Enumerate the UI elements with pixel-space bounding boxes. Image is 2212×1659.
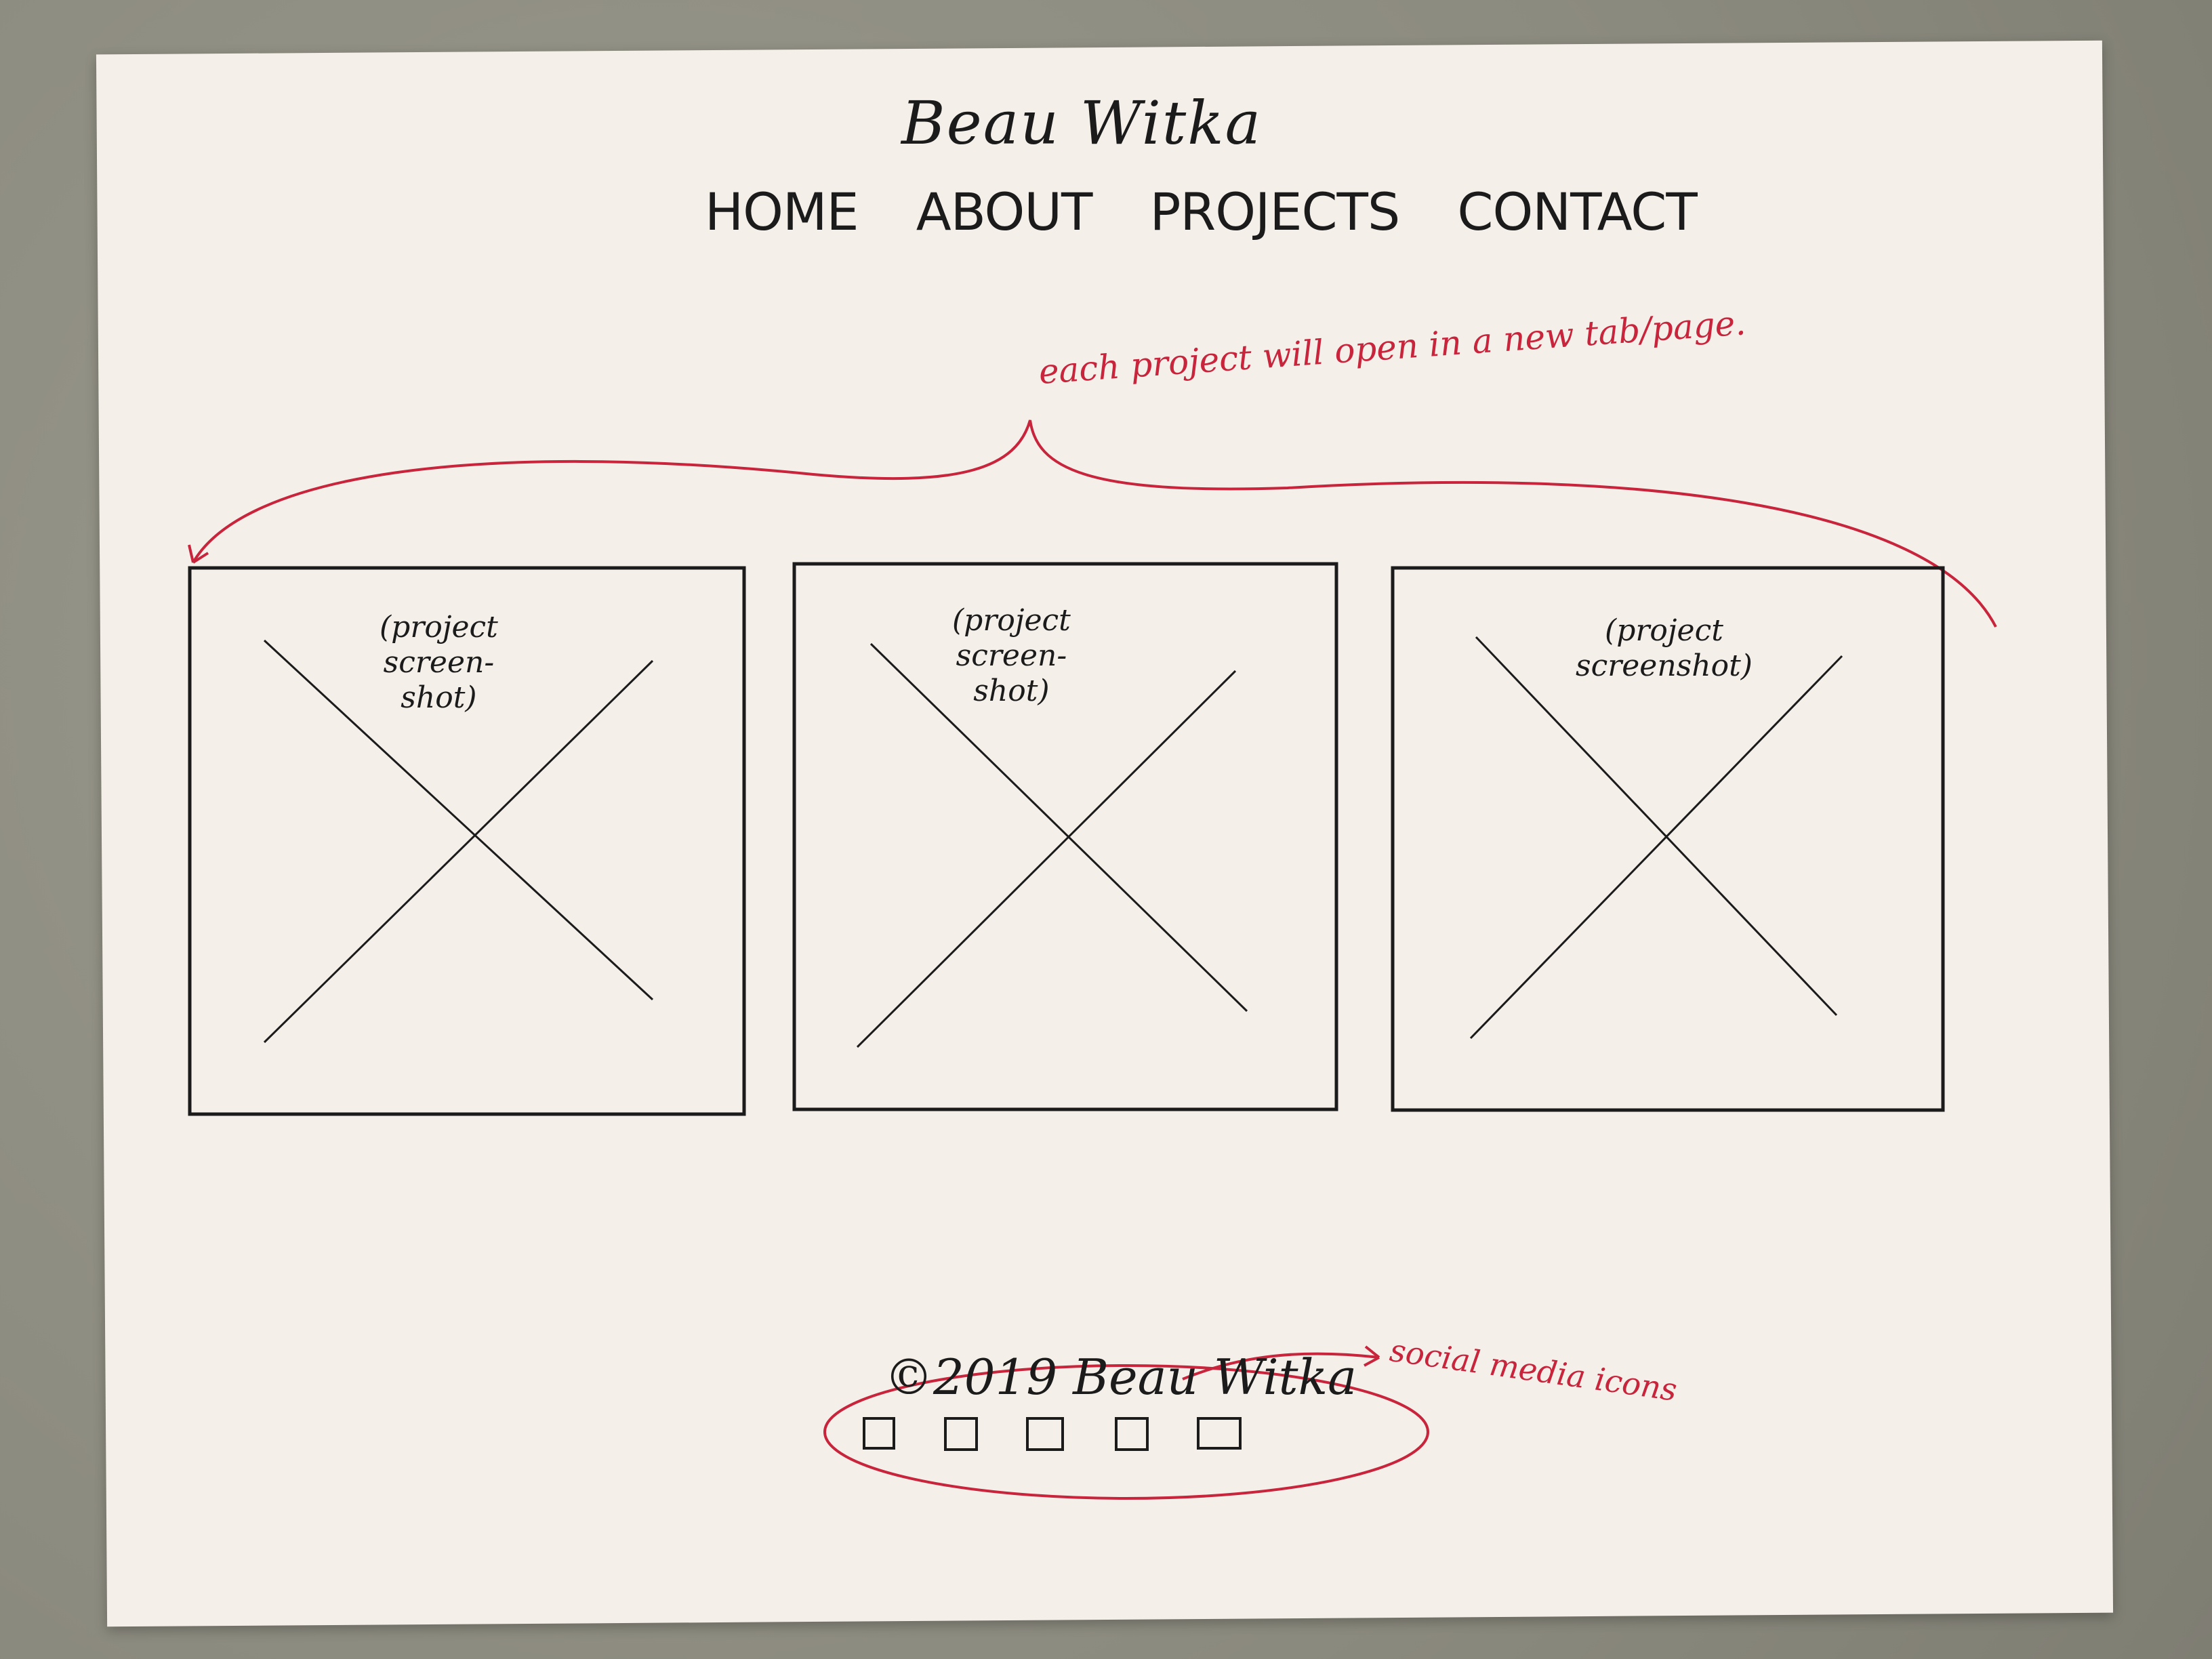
project-caption-3: (project screenshot) [1576,613,1753,683]
footer-copyright: ©2019 Beau Witka [884,1349,1357,1406]
social-oval [823,1364,1429,1500]
project-card-3[interactable] [1391,566,1945,1112]
project-card-2[interactable] [792,562,1338,1111]
main-nav: HOME ABOUT PROJECTS CONTACT [705,182,1739,242]
project-caption-1: (project screen- shot) [380,610,498,715]
project-caption-2: (project screen- shot) [952,603,1071,708]
social-arrow [1182,1352,1380,1380]
nav-item-contact[interactable]: CONTACT [1457,182,1697,242]
social-icon [1026,1417,1064,1451]
social-icon [1197,1417,1242,1450]
nav-item-projects[interactable]: PROJECTS [1149,182,1401,242]
social-icon [863,1417,895,1450]
project-card-1[interactable] [188,566,746,1116]
site-title[interactable]: Beau Witka [901,88,1263,158]
social-icon [1115,1417,1149,1451]
brace-annotation [192,419,1997,628]
social-icon [944,1417,978,1451]
nav-item-home[interactable]: HOME [705,182,859,242]
nav-item-about[interactable]: ABOUT [916,182,1093,242]
